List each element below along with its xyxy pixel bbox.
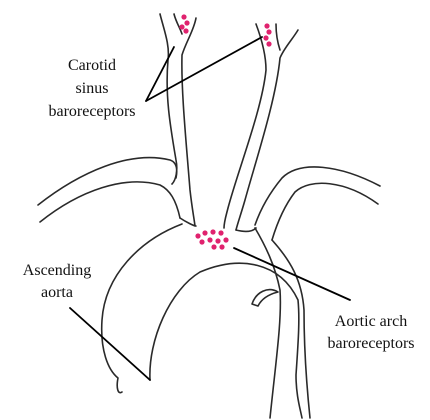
label-ascending-line-1: Ascending	[23, 262, 91, 279]
receptor-dot	[218, 230, 223, 235]
ligamentum-hook	[252, 290, 278, 306]
label-carotid-line-1: Carotid	[68, 57, 116, 74]
receptor-dot	[184, 20, 189, 25]
label-aortic-line-2: baroreceptors	[327, 335, 414, 352]
aortic-arch-receptors	[195, 229, 228, 249]
label-ascending-line-2: aorta	[41, 284, 73, 301]
receptor-dot	[183, 28, 188, 33]
right-branch-upper-wall	[255, 167, 380, 225]
right-branch-lower-wall	[272, 183, 378, 240]
aorta-outer-wall	[102, 224, 182, 393]
left-carotid-bulb-top	[174, 14, 182, 34]
label-aortic-line-1: Aortic arch	[335, 313, 407, 330]
left-carotid-inner-wall	[182, 18, 196, 226]
receptor-dot	[215, 238, 220, 243]
receptor-dot	[210, 229, 215, 234]
receptor-dot	[219, 244, 224, 249]
receptor-dot	[266, 41, 271, 46]
label-aortic-arch: Aortic arch baroreceptors	[327, 313, 414, 352]
receptor-dot	[181, 14, 186, 19]
receptor-dot	[263, 35, 268, 40]
receptor-dot	[199, 239, 204, 244]
receptor-dot	[223, 237, 228, 242]
carotid-right-receptors	[263, 23, 271, 46]
receptor-dot	[179, 24, 184, 29]
left-branch-upper-wall	[38, 158, 177, 205]
vessel-outlines	[38, 14, 380, 418]
receptor-dot	[266, 29, 271, 34]
receptor-dot	[264, 23, 269, 28]
receptor-dot	[207, 237, 212, 242]
descending-aorta-inner-wall	[255, 228, 280, 418]
leader-lines	[70, 37, 350, 380]
right-carotid-bulb-top	[276, 24, 280, 50]
label-carotid-sinus: Carotid sinus baroreceptors	[48, 57, 135, 120]
aortic-arch-leader	[234, 248, 350, 300]
arch-top-edge	[180, 218, 256, 231]
receptor-dot	[202, 230, 207, 235]
label-carotid-line-2: sinus	[76, 80, 109, 97]
label-ascending-aorta: Ascending aorta	[23, 262, 91, 301]
label-carotid-line-3: baroreceptors	[48, 103, 135, 120]
receptor-dot	[211, 244, 216, 249]
receptor-dot	[195, 233, 200, 238]
